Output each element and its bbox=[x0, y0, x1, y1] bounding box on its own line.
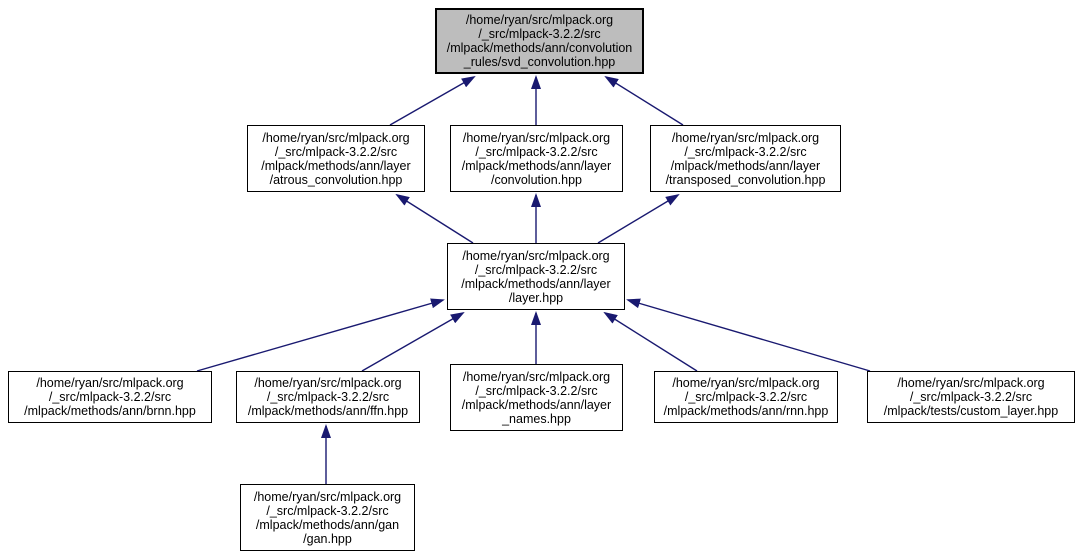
node-convolution-hpp[interactable]: /home/ryan/src/mlpack.org /_src/mlpack-3… bbox=[450, 125, 623, 192]
node-label: /home/ryan/src/mlpack.org /_src/mlpack-3… bbox=[247, 376, 409, 418]
edge-brnn-hpp-to-layer-hpp bbox=[196, 298, 445, 372]
node-label: /home/ryan/src/mlpack.org /_src/mlpack-3… bbox=[461, 369, 612, 426]
edge-transposed-convolution-hpp-to-svd-convolution-hpp bbox=[604, 75, 684, 126]
node-label: /home/ryan/src/mlpack.org /_src/mlpack-3… bbox=[461, 248, 611, 305]
node-svd-convolution-hpp[interactable]: /home/ryan/src/mlpack.org /_src/mlpack-3… bbox=[435, 8, 644, 74]
node-label: /home/ryan/src/mlpack.org /_src/mlpack-3… bbox=[461, 130, 612, 187]
node-label: /home/ryan/src/mlpack.org /_src/mlpack-3… bbox=[261, 130, 411, 187]
node-rnn-hpp[interactable]: /home/ryan/src/mlpack.org /_src/mlpack-3… bbox=[654, 371, 838, 423]
node-label: /home/ryan/src/mlpack.org /_src/mlpack-3… bbox=[665, 130, 826, 187]
node-custom-layer-hpp[interactable]: /home/ryan/src/mlpack.org /_src/mlpack-3… bbox=[867, 371, 1075, 423]
node-gan-hpp[interactable]: /home/ryan/src/mlpack.org /_src/mlpack-3… bbox=[240, 484, 415, 551]
node-atrous-convolution-hpp[interactable]: /home/ryan/src/mlpack.org /_src/mlpack-3… bbox=[247, 125, 425, 192]
node-transposed-convolution-hpp[interactable]: /home/ryan/src/mlpack.org /_src/mlpack-3… bbox=[650, 125, 841, 192]
edge-layer-hpp-to-transposed-convolution-hpp bbox=[597, 193, 680, 244]
node-label: /home/ryan/src/mlpack.org /_src/mlpack-3… bbox=[253, 489, 402, 546]
node-layer-names-hpp[interactable]: /home/ryan/src/mlpack.org /_src/mlpack-3… bbox=[450, 364, 623, 431]
node-label: /home/ryan/src/mlpack.org /_src/mlpack-3… bbox=[883, 376, 1059, 418]
edge-custom-layer-hpp-to-layer-hpp bbox=[626, 298, 871, 372]
node-layer-hpp[interactable]: /home/ryan/src/mlpack.org /_src/mlpack-3… bbox=[447, 243, 625, 310]
edge-atrous-convolution-hpp-to-svd-convolution-hpp bbox=[389, 76, 476, 126]
node-label: /home/ryan/src/mlpack.org /_src/mlpack-3… bbox=[663, 376, 829, 418]
node-label: /home/ryan/src/mlpack.org /_src/mlpack-3… bbox=[446, 13, 633, 69]
node-brnn-hpp[interactable]: /home/ryan/src/mlpack.org /_src/mlpack-3… bbox=[8, 371, 212, 423]
edge-layer-hpp-to-atrous-convolution-hpp bbox=[395, 193, 474, 244]
edge-ffn-hpp-to-layer-hpp bbox=[361, 312, 465, 372]
node-label: /home/ryan/src/mlpack.org /_src/mlpack-3… bbox=[24, 376, 196, 418]
node-ffn-hpp[interactable]: /home/ryan/src/mlpack.org /_src/mlpack-3… bbox=[236, 371, 420, 423]
edge-rnn-hpp-to-layer-hpp bbox=[603, 311, 698, 372]
